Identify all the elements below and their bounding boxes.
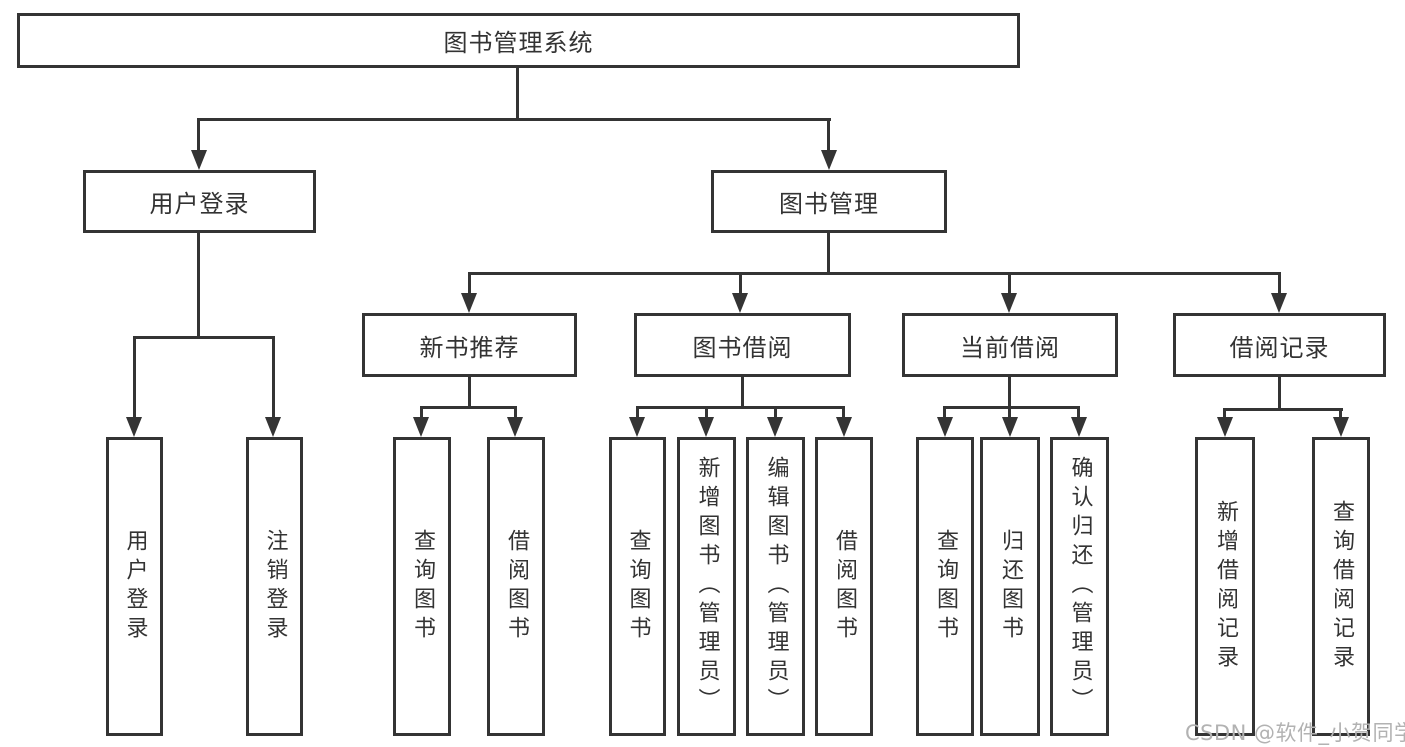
- connector-user-login-branch: [133, 336, 274, 339]
- arrowhead-leaf-logout: [265, 417, 281, 437]
- connector-new-book-stem: [468, 377, 471, 406]
- leaf-query-borrow-record: 查询借阅记录: [1312, 437, 1370, 736]
- node-borrow-records-label: 借阅记录: [1229, 333, 1330, 362]
- arrowhead-bb-add: [698, 417, 714, 437]
- leaf-return-book: 归还图书: [980, 437, 1040, 736]
- node-user-login-label: 用户登录: [149, 190, 250, 218]
- leaf-query-books-borrow: 查询图书: [609, 437, 666, 736]
- node-system-root: 图书管理系统: [17, 13, 1020, 68]
- connector-book-borrow-stem: [741, 377, 744, 406]
- arrowhead-user-login: [191, 150, 207, 170]
- arrowhead-leaf-user-login: [126, 417, 142, 437]
- leaf-add-borrow-record: 新增借阅记录: [1195, 437, 1255, 736]
- node-current-borrow: 当前借阅: [902, 313, 1118, 377]
- leaf-edit-book-admin: 编辑图书（管理员）: [746, 437, 805, 736]
- connector-drop-leaf-user-login: [133, 336, 136, 420]
- leaf-logout-label: 注销登录: [262, 528, 288, 645]
- leaf-query-books-borrow-label: 查询图书: [625, 528, 651, 645]
- leaf-query-books-current: 查询图书: [916, 437, 974, 736]
- connector-drop-nb-query: [420, 406, 423, 420]
- connector-user-login-stem: [197, 233, 200, 337]
- leaf-borrow-books-recommend-label: 借阅图书: [504, 528, 529, 645]
- leaf-borrow-books-borrow-label: 借阅图书: [832, 528, 857, 645]
- leaf-borrow-books-recommend: 借阅图书: [487, 437, 545, 736]
- node-borrow-records: 借阅记录: [1173, 313, 1386, 377]
- arrowhead-cb-confirm: [1071, 417, 1087, 437]
- arrowhead-book-management: [821, 150, 837, 170]
- node-book-management: 图书管理: [711, 170, 947, 233]
- connector-drop-borrow-records: [1278, 272, 1281, 296]
- arrowhead-current-borrow: [1001, 293, 1017, 313]
- node-user-login: 用户登录: [83, 170, 316, 233]
- arrowhead-book-borrow: [732, 293, 748, 313]
- arrowhead-nb-query: [413, 417, 429, 437]
- connector-drop-bb-add: [705, 406, 708, 420]
- arrowhead-bb-query: [629, 417, 645, 437]
- connector-root-stem: [516, 68, 519, 120]
- leaf-add-borrow-record-label: 新增借阅记录: [1213, 499, 1238, 674]
- connector-drop-cb-return: [1008, 406, 1011, 420]
- leaf-user-login: 用户登录: [106, 437, 163, 736]
- connector-book-mgmt-branch: [468, 272, 1281, 275]
- node-current-borrow-label: 当前借阅: [960, 333, 1060, 362]
- connector-drop-current-borrow: [1008, 272, 1011, 296]
- connector-new-book-branch: [420, 406, 517, 409]
- node-book-borrow-label: 图书借阅: [692, 333, 793, 362]
- leaf-confirm-return-admin-label: 确认归还（管理员）: [1067, 456, 1093, 717]
- leaf-add-book-admin: 新增图书（管理员）: [677, 437, 736, 736]
- arrowhead-cb-return: [1002, 417, 1018, 437]
- leaf-logout: 注销登录: [246, 437, 303, 736]
- connector-drop-bb-query: [636, 406, 639, 420]
- leaf-add-book-admin-label: 新增图书（管理员）: [694, 456, 720, 717]
- node-book-borrow: 图书借阅: [634, 313, 851, 377]
- connector-drop-br-query: [1339, 408, 1342, 420]
- arrowhead-cb-query: [937, 417, 953, 437]
- connector-drop-book-borrow: [739, 272, 742, 296]
- node-book-management-label: 图书管理: [779, 190, 879, 218]
- connector-drop-nb-borrow: [514, 406, 517, 420]
- arrowhead-nb-borrow: [507, 417, 523, 437]
- leaf-confirm-return-admin: 确认归还（管理员）: [1050, 437, 1109, 736]
- leaf-query-books-current-label: 查询图书: [933, 528, 958, 645]
- connector-book-mgmt-stem: [827, 233, 830, 272]
- connector-borrow-records-branch: [1223, 408, 1343, 411]
- connector-current-borrow-branch: [943, 406, 1080, 409]
- connector-current-borrow-stem: [1008, 377, 1011, 406]
- connector-book-borrow-branch: [636, 406, 845, 409]
- connector-drop-br-add: [1223, 408, 1226, 420]
- connector-drop-bb-edit: [774, 406, 777, 420]
- connector-drop-cb-query: [943, 406, 946, 420]
- arrowhead-bb-borrow: [836, 417, 852, 437]
- connector-drop-cb-confirm: [1077, 406, 1080, 420]
- arrowhead-br-add: [1217, 417, 1233, 437]
- connector-root-branch: [197, 118, 831, 121]
- leaf-query-borrow-record-label: 查询借阅记录: [1329, 499, 1354, 674]
- leaf-query-books-recommend-label: 查询图书: [410, 528, 435, 645]
- connector-drop-new-book: [468, 272, 471, 296]
- connector-drop-leaf-logout: [272, 336, 275, 420]
- leaf-return-book-label: 归还图书: [998, 528, 1023, 645]
- leaf-user-login-label: 用户登录: [122, 528, 148, 645]
- connector-drop-user-login: [197, 118, 200, 152]
- node-system-root-label: 图书管理系统: [443, 29, 594, 57]
- node-new-book-recommend: 新书推荐: [362, 313, 577, 377]
- leaf-borrow-books-borrow: 借阅图书: [815, 437, 873, 736]
- connector-drop-book-management: [827, 118, 830, 152]
- leaf-query-books-recommend: 查询图书: [393, 437, 451, 736]
- arrowhead-new-book: [461, 293, 477, 313]
- arrowhead-bb-edit: [767, 417, 783, 437]
- arrowhead-br-query: [1333, 417, 1349, 437]
- node-new-book-recommend-label: 新书推荐: [419, 333, 520, 362]
- leaf-edit-book-admin-label: 编辑图书（管理员）: [763, 456, 789, 717]
- connector-borrow-records-stem: [1278, 377, 1281, 408]
- arrowhead-borrow-records: [1271, 293, 1287, 313]
- connector-drop-bb-borrow: [842, 406, 845, 420]
